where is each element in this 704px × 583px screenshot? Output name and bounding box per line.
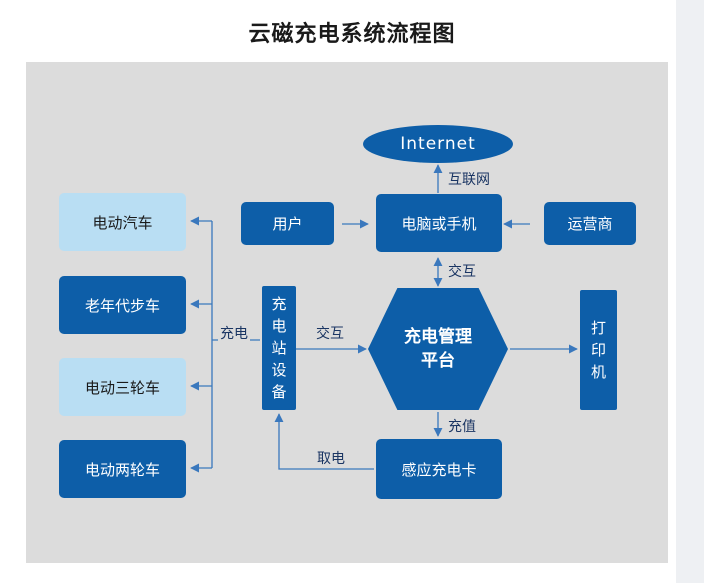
- operator-node: 运营商: [544, 202, 636, 245]
- user-node: 用户: [241, 202, 334, 245]
- charge-card-node: 感应充电卡: [376, 439, 502, 499]
- platform-label-line2: 平台: [421, 351, 455, 371]
- edge-label-station-platform: 交互: [314, 323, 346, 343]
- station-char: 设: [271, 361, 287, 379]
- electric-tricycle-node: 电动三轮车: [59, 358, 186, 416]
- station-char: 站: [271, 339, 287, 357]
- station-char: 充: [271, 295, 287, 313]
- edge-label-recharge: 充值: [446, 416, 478, 436]
- station-char: 电: [271, 317, 287, 335]
- page-title: 云磁充电系统流程图: [248, 22, 456, 47]
- charging-station-node: 充 电 站 设 备: [262, 286, 296, 410]
- edge-label-draw-power: 取电: [315, 448, 347, 468]
- senior-scooter-node: 老年代步车: [59, 276, 186, 334]
- printer-char: 机: [590, 363, 606, 381]
- electric-car-node: 电动汽车: [59, 193, 186, 251]
- printer-node: 打 印 机: [580, 290, 617, 410]
- printer-char: 印: [590, 341, 606, 359]
- platform-label-line1: 充电管理: [404, 327, 472, 347]
- edge-label-phone-platform: 交互: [446, 261, 478, 281]
- electric-two-wheeler-node: 电动两轮车: [59, 440, 186, 498]
- right-edge-strip: [676, 0, 704, 583]
- edge-label-charge: 充电: [218, 323, 250, 343]
- platform-node: 充电管理 平台: [368, 288, 508, 410]
- station-char: 备: [271, 383, 287, 401]
- arrow-card-station: [274, 413, 374, 470]
- computer-phone-node: 电脑或手机: [376, 194, 502, 252]
- internet-node: Internet: [363, 125, 513, 163]
- edge-label-internet: 互联网: [446, 169, 492, 189]
- printer-char: 打: [590, 319, 606, 337]
